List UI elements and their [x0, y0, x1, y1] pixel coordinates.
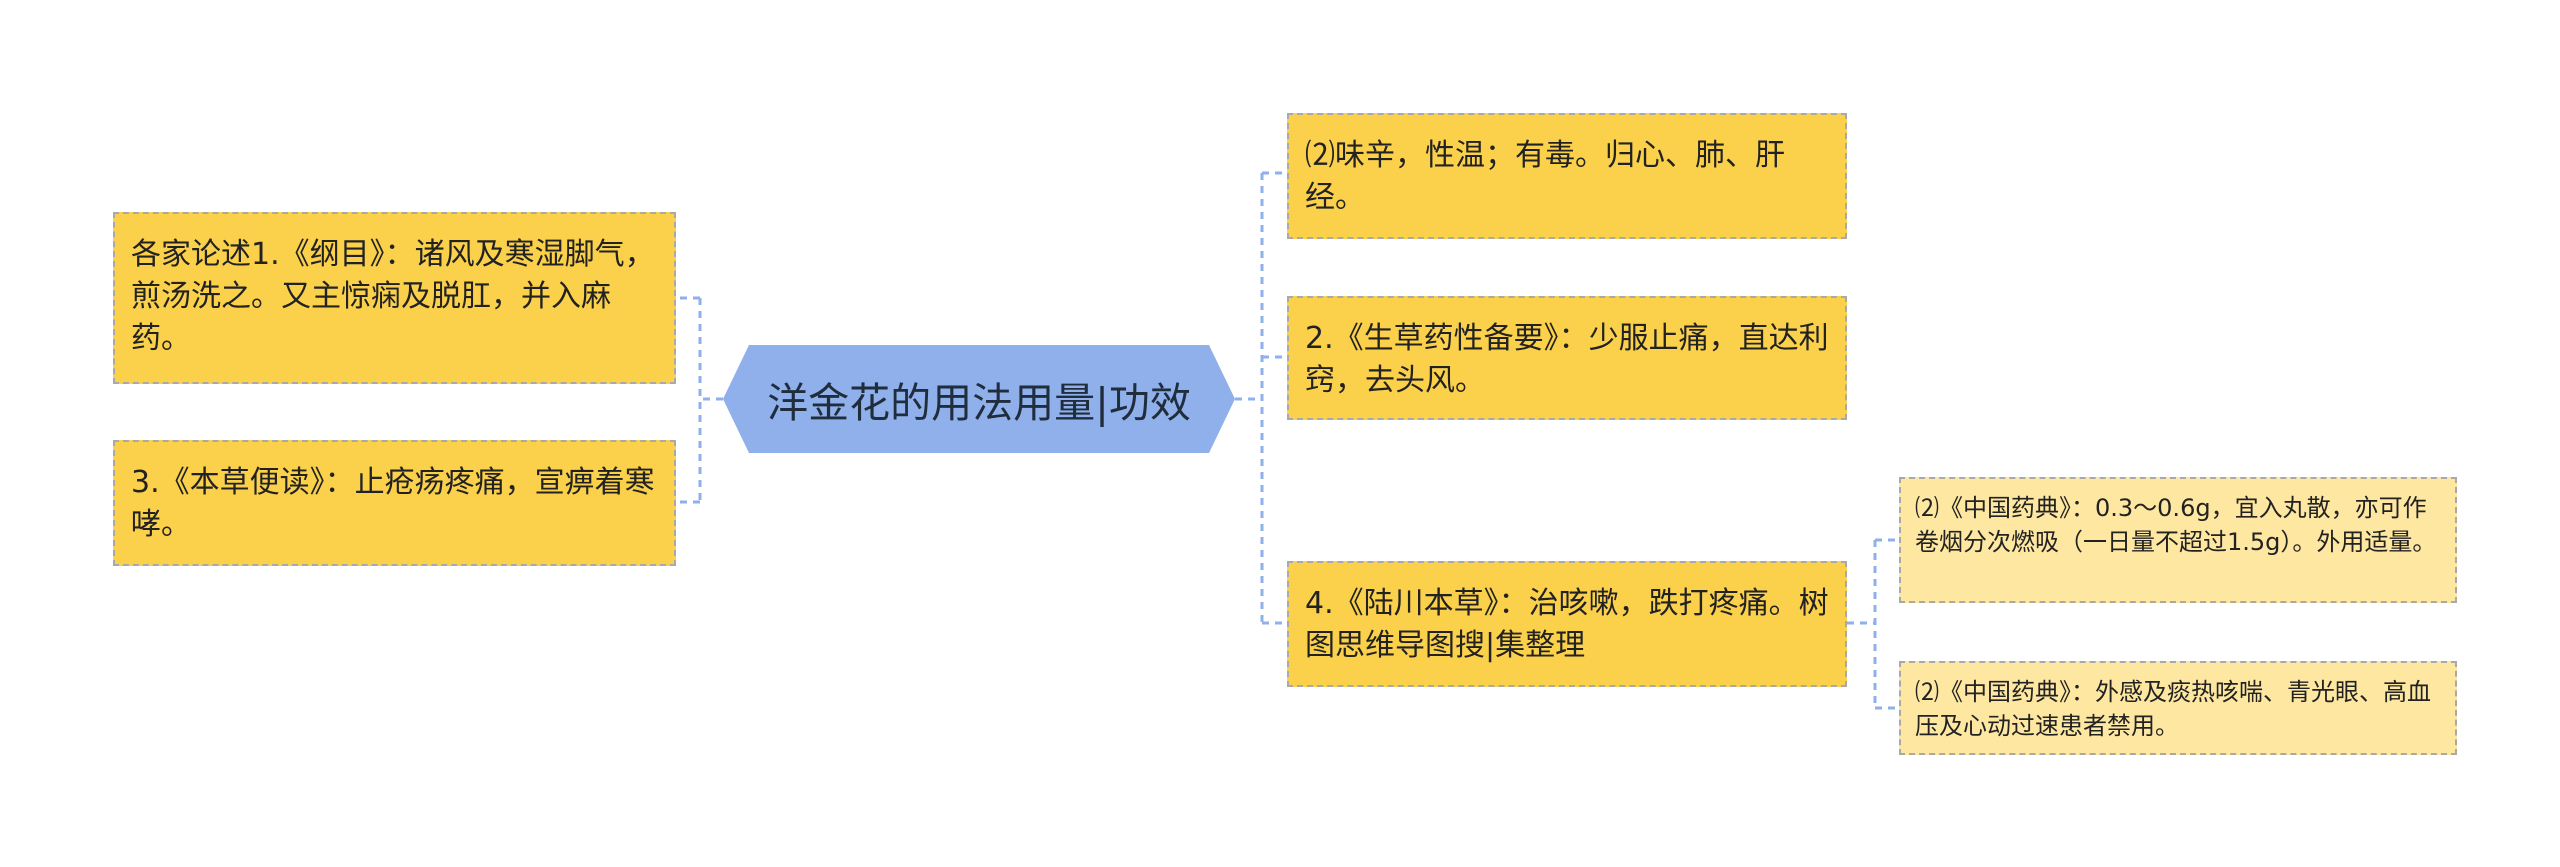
sub-topic-dosage-label: ⑵《中国药典》：0.3～0.6g，宜入丸散，亦可作卷烟分次燃吸（一日量不超过1.…: [1915, 494, 2437, 556]
right-topic-luchuan-label: 4.《陆川本草》：治咳嗽，跌打疼痛。树图思维导图搜|集整理: [1305, 586, 1829, 663]
right-topic-shengcao-label: 2.《生草药性备要》：少服止痛，直达利窍，去头风。: [1305, 321, 1829, 398]
central-topic-shape: [723, 345, 1235, 453]
right-topic-luchuan[interactable]: 4.《陆川本草》：治咳嗽，跌打疼痛。树图思维导图搜|集整理: [1287, 561, 1847, 687]
right-topic-properties-label: ⑵味辛，性温；有毒。归心、肺、肝经。: [1305, 138, 1785, 215]
right-topic-shengcao[interactable]: 2.《生草药性备要》：少服止痛，直达利窍，去头风。: [1287, 296, 1847, 420]
right-topic-properties[interactable]: ⑵味辛，性温；有毒。归心、肺、肝经。: [1287, 113, 1847, 239]
sub-topic-contraindication-label: ⑵《中国药典》：外感及痰热咳喘、青光眼、高血压及心动过速患者禁用。: [1915, 678, 2431, 740]
sub-topic-contraindication[interactable]: ⑵《中国药典》：外感及痰热咳喘、青光眼、高血压及心动过速患者禁用。: [1899, 661, 2457, 755]
central-topic[interactable]: 洋金花的用法用量|功效: [723, 345, 1235, 453]
sub-topic-dosage[interactable]: ⑵《中国药典》：0.3～0.6g，宜入丸散，亦可作卷烟分次燃吸（一日量不超过1.…: [1899, 477, 2457, 603]
left-topic-gangmu[interactable]: 各家论述1.《纲目》：诸风及寒湿脚气，煎汤洗之。又主惊痫及脱肛，并入麻药。: [113, 212, 676, 384]
left-topic-gangmu-label: 各家论述1.《纲目》：诸风及寒湿脚气，煎汤洗之。又主惊痫及脱肛，并入麻药。: [131, 237, 655, 356]
left-topic-bencao-biandu[interactable]: 3.《本草便读》：止疮疡疼痛，宣痹着寒哮。: [113, 440, 676, 566]
left-topic-bencao-biandu-label: 3.《本草便读》：止疮疡疼痛，宣痹着寒哮。: [131, 465, 655, 542]
central-topic-label: 洋金花的用法用量|功效: [767, 379, 1191, 427]
